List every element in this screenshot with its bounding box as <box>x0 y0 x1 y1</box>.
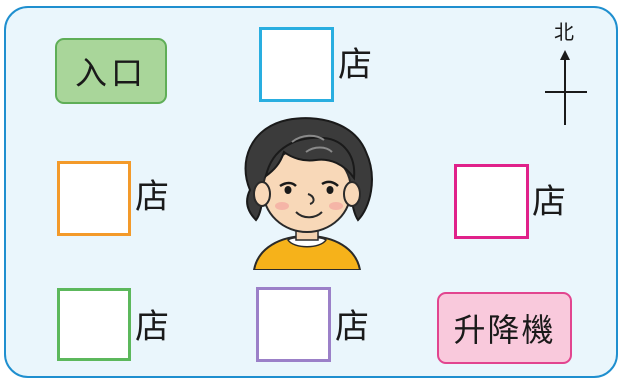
shop-label-bottom-left: 店 <box>135 307 169 347</box>
shop-label-bottom-middle: 店 <box>335 307 369 347</box>
girl-illustration <box>244 117 373 270</box>
north-compass: 北 <box>535 22 595 128</box>
shop-box-bottom-left[interactable] <box>57 288 131 361</box>
compass-arrow-icon <box>545 50 587 125</box>
entrance-label: 入口 <box>55 38 167 104</box>
shop-box-bottom-middle[interactable] <box>256 287 331 362</box>
north-label: 北 <box>554 20 574 44</box>
shop-label-left: 店 <box>135 177 169 217</box>
shop-box-left[interactable] <box>57 161 131 236</box>
shop-box-top[interactable] <box>259 27 334 102</box>
elevator-label: 升降機 <box>437 292 572 364</box>
shop-box-right[interactable] <box>454 164 529 239</box>
shop-label-right: 店 <box>532 182 566 222</box>
shop-label-top: 店 <box>338 45 372 85</box>
